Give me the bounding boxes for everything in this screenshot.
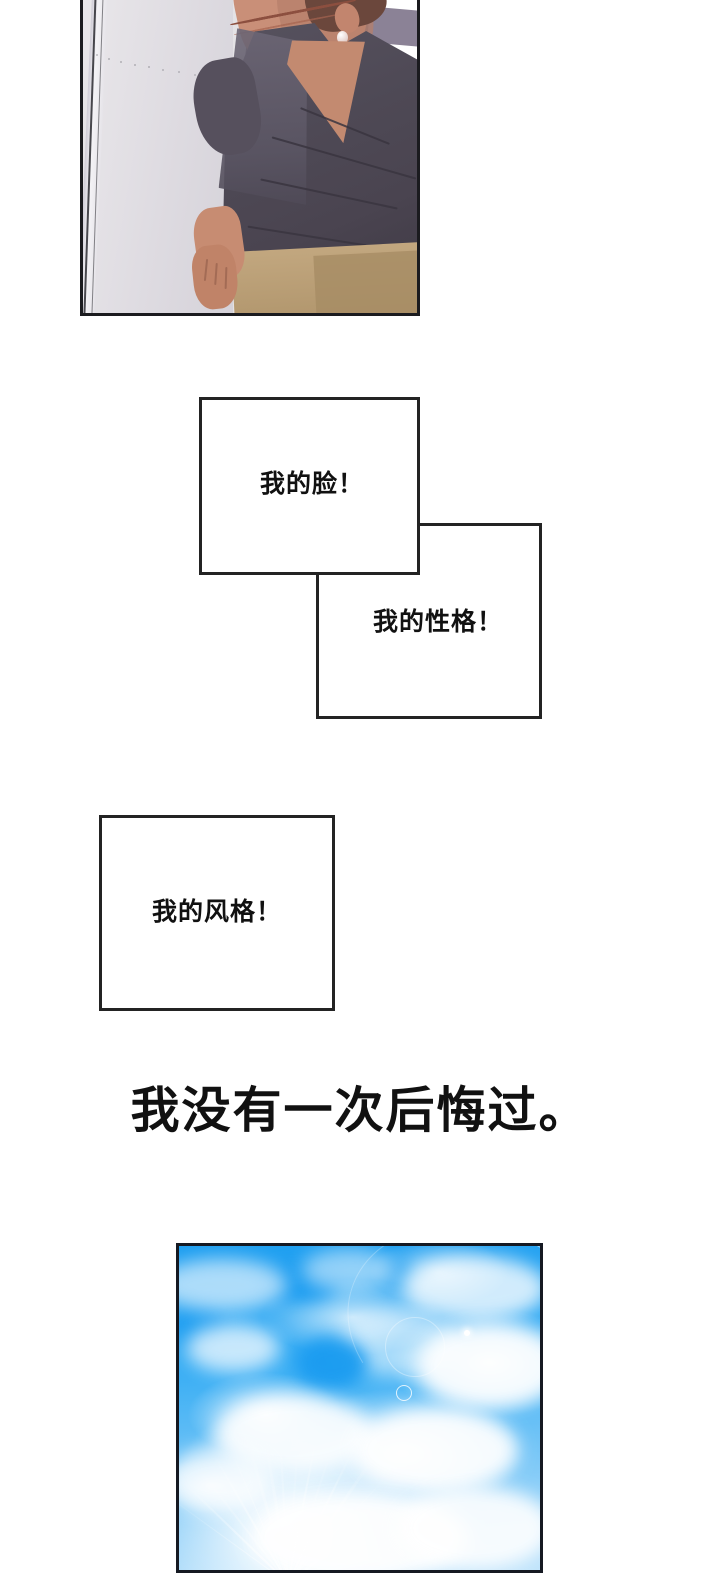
lens-flare-ring: [396, 1385, 412, 1401]
cloud: [186, 1324, 280, 1373]
character-figure: [83, 0, 417, 313]
speech-box-face-text: 我的脸！: [260, 472, 364, 497]
comic-panel-sky: [176, 1243, 543, 1573]
cloud: [179, 1259, 287, 1311]
speech-box-personality-text: 我的性格！: [373, 610, 503, 635]
speech-box-style: 我的风格！: [99, 815, 335, 1011]
box-overlap-mask: [202, 526, 416, 572]
trousers-shadow: [313, 250, 417, 313]
lens-flare-ring: [385, 1317, 445, 1377]
speech-box-style-text: 我的风格！: [152, 900, 282, 925]
narration-line: 我没有一次后悔过。: [0, 1085, 720, 1139]
panel-character-artwork: [83, 0, 417, 313]
comic-panel-character: [80, 0, 420, 316]
panel-sky-artwork: [179, 1246, 540, 1570]
